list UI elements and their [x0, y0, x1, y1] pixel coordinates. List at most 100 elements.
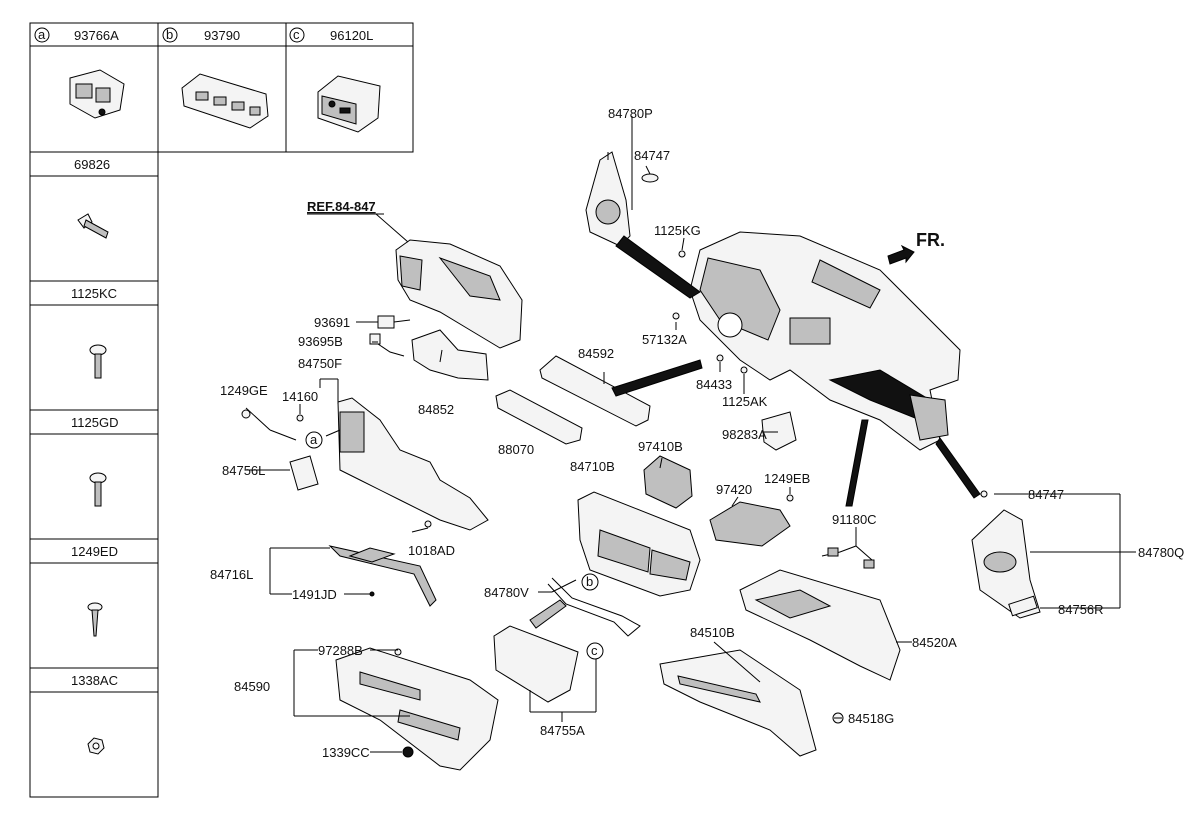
- fastener-57132A-icon: [672, 312, 680, 320]
- label-1491JD: 1491JD: [292, 587, 337, 602]
- label-84780Q: 84780Q: [1138, 545, 1184, 560]
- label-84747-top: 84747: [634, 148, 670, 163]
- harness-93691: [377, 315, 411, 329]
- label-97410B: 97410B: [638, 439, 683, 454]
- harness-93695B: [369, 333, 405, 357]
- marker-b-letter: b: [586, 574, 593, 589]
- label-84780V: 84780V: [484, 585, 529, 600]
- head-unit-84710B: [577, 491, 701, 597]
- label-ref-84-847: REF.84-847: [307, 199, 376, 214]
- jack-c-icon: [317, 75, 381, 133]
- fastener-1491JD-icon: [369, 591, 375, 597]
- bar-88070: [495, 389, 583, 445]
- lower-panel-left: [337, 397, 489, 531]
- column-shroud: [411, 329, 489, 381]
- fastener-84747-top-icon: [641, 173, 659, 183]
- header-b-circle: [162, 27, 178, 43]
- label-84592: 84592: [578, 346, 614, 361]
- bar-84592: [539, 355, 703, 427]
- label-14160: 14160: [282, 389, 318, 404]
- label-84716L: 84716L: [210, 567, 253, 582]
- console-84590: [335, 647, 499, 771]
- garnish-84780V: [547, 577, 641, 637]
- vent-97410B: [643, 455, 693, 509]
- side-cover-right: [971, 509, 1041, 619]
- header-c-code: 96120L: [330, 28, 373, 43]
- crash-pad-main: [689, 231, 961, 451]
- bolt-1125gd-icon: [89, 472, 107, 507]
- label-84852: 84852: [418, 402, 454, 417]
- glovebox-84510B: [659, 649, 817, 757]
- label-84710B: 84710B: [570, 459, 615, 474]
- row-label-2: 1125GD: [71, 415, 118, 430]
- leader-91180C-wedge: [845, 419, 869, 507]
- fastener-1249EB-icon: [786, 494, 794, 502]
- label-84590: 84590: [234, 679, 270, 694]
- fastener-1249GE-icon: [241, 409, 251, 419]
- header-a-letter: a: [38, 27, 46, 42]
- label-fr: FR.: [916, 230, 945, 250]
- wiring-91180C: [821, 545, 875, 569]
- header-a-code: 93766A: [74, 28, 119, 43]
- callout-labels: REF.84-847 FR. 84780P 84747 1125KG 57132…: [210, 106, 1184, 760]
- marker-a-letter: a: [310, 432, 318, 447]
- fastener-1125KG-icon: [678, 250, 686, 258]
- fr-arrow-icon: [887, 244, 915, 265]
- header-b-letter: b: [166, 27, 173, 42]
- fastener-84747-right-icon: [980, 490, 988, 498]
- label-1018AD: 1018AD: [408, 543, 455, 558]
- tray-84755A: [493, 599, 579, 703]
- label-93691: 93691: [314, 315, 350, 330]
- label-91180C: 91180C: [832, 512, 877, 527]
- label-1249EB: 1249EB: [764, 471, 810, 486]
- bracket-98283A: [761, 411, 797, 451]
- label-1125AK: 1125AK: [722, 394, 768, 409]
- label-1125KG: 1125KG: [654, 223, 701, 238]
- leader-lines: [245, 116, 1136, 753]
- header-c-circle: [289, 27, 305, 43]
- label-88070: 88070: [498, 442, 534, 457]
- label-84433: 84433: [696, 377, 732, 392]
- marker-a-circle: [305, 431, 323, 449]
- nut-1338ac-icon: [87, 737, 105, 755]
- label-1339CC: 1339CC: [322, 745, 370, 760]
- glovebox-housing-84520A: [739, 569, 901, 681]
- marker-c-circle: [586, 642, 604, 660]
- switch-b-icon: [181, 73, 269, 129]
- fastener-1125AK-icon: [740, 366, 748, 374]
- clip-69826-icon: [77, 213, 109, 239]
- label-84755A: 84755A: [540, 723, 585, 738]
- label-84756L: 84756L: [222, 463, 265, 478]
- vent-97420: [709, 501, 791, 547]
- cover-84756L: [289, 455, 319, 491]
- switch-a-icon: [69, 69, 125, 119]
- row-label-0: 69826: [74, 157, 110, 172]
- label-84780P: 84780P: [608, 106, 653, 121]
- row-label-3: 1249ED: [71, 544, 118, 559]
- cluster-fascia: [395, 239, 523, 349]
- label-84756R: 84756R: [1058, 602, 1104, 617]
- label-1249GE: 1249GE: [220, 383, 268, 398]
- fastener-84433-icon: [716, 354, 724, 362]
- label-57132A: 57132A: [642, 332, 687, 347]
- marker-c-letter: c: [591, 643, 598, 658]
- fastener-14160-icon: [296, 414, 304, 422]
- label-97420: 97420: [716, 482, 752, 497]
- bracket-84716L: [328, 545, 437, 607]
- label-93695B: 93695B: [298, 334, 343, 349]
- label-97288B: 97288B: [318, 643, 363, 658]
- header-c-letter: c: [293, 27, 300, 42]
- row-label-1: 1125KC: [71, 286, 117, 301]
- row-label-4: 1338AC: [71, 673, 118, 688]
- label-98283A: 98283A: [722, 427, 767, 442]
- label-84510B: 84510B: [690, 625, 735, 640]
- fastener-1018AD-icon: [424, 520, 432, 528]
- label-84750F: 84750F: [298, 356, 342, 371]
- bolt-1125kc-icon: [89, 344, 107, 379]
- screw-1249ed-icon: [87, 602, 103, 637]
- header-a-circle: [34, 27, 50, 43]
- label-84518G: 84518G: [848, 711, 894, 726]
- label-84520A: 84520A: [912, 635, 957, 650]
- leader-84780Q-wedge: [935, 437, 981, 499]
